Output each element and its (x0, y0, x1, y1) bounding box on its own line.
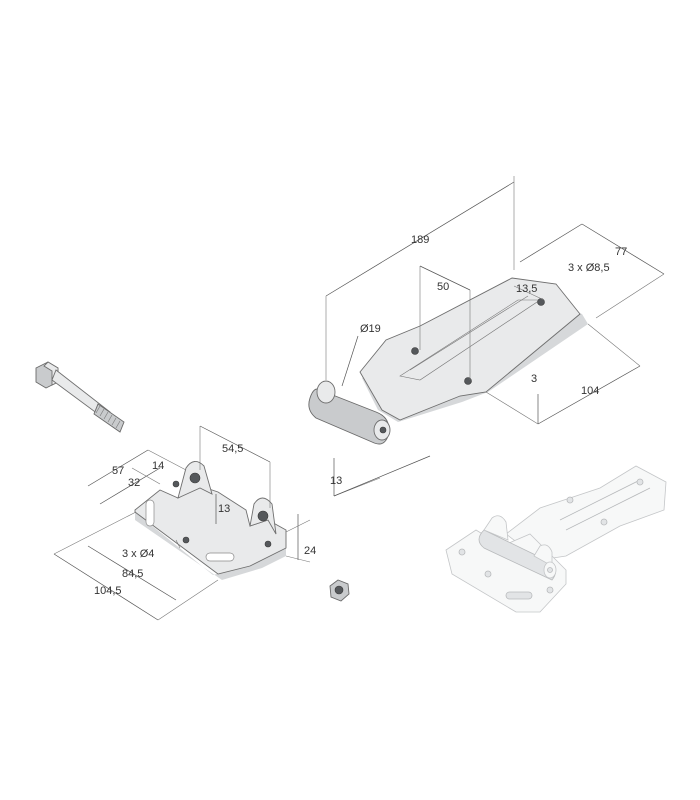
dim-189: 189 (411, 234, 429, 246)
dim-24: 24 (304, 545, 316, 557)
dim-3x-8-5: 3 x Ø8,5 (568, 262, 610, 274)
nut (329, 579, 350, 602)
dim-3: 3 (531, 373, 537, 385)
dim-13-barrel: 13 (330, 475, 342, 487)
dim-32: 32 (128, 477, 140, 489)
dimension-labels: 189 77 50 3 x Ø8,5 13,5 Ø19 3 104 13 54,… (94, 234, 627, 597)
dim-77: 77 (615, 246, 627, 258)
dim-13-lug: 13 (218, 503, 230, 515)
dim-104-5: 104,5 (94, 585, 122, 597)
dim-3x-4: 3 x Ø4 (122, 548, 154, 560)
assembled-hinge-view (445, 465, 667, 613)
bolt (35, 361, 125, 433)
dim-104: 104 (581, 385, 599, 397)
dim-54-5: 54,5 (222, 443, 243, 455)
bracket-dimensions (53, 425, 311, 621)
dim-50: 50 (437, 281, 449, 293)
bracket (134, 461, 287, 580)
hinge-dimensions (325, 176, 665, 497)
dim-57: 57 (112, 465, 124, 477)
dim-13-5: 13,5 (516, 283, 537, 295)
dim-14: 14 (152, 460, 164, 472)
dim-84-5: 84,5 (122, 568, 143, 580)
dim-pin-19: Ø19 (360, 323, 381, 335)
